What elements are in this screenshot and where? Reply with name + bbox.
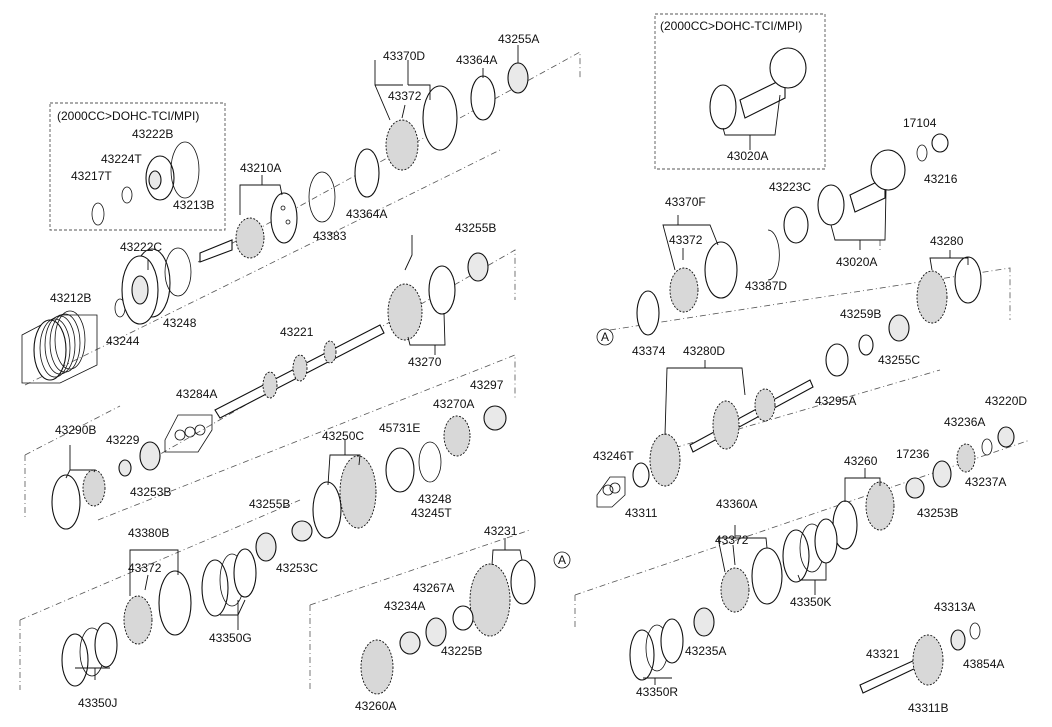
part-label: 43350J: [78, 696, 117, 710]
part-label: 17236: [896, 447, 930, 461]
variant-box-left-caption: (2000CC>DOHC-TCI/MPI): [57, 109, 199, 123]
part-label: 43311B: [908, 701, 948, 715]
part-label: 43360A: [716, 497, 757, 511]
part-label: 43222C: [120, 240, 162, 254]
part-label: 43350K: [790, 595, 831, 609]
part-label: 43372: [388, 89, 422, 103]
assembly-axis-lines: [19, 51, 1031, 690]
part-label: 43350R: [636, 685, 678, 699]
part-label: 43221: [280, 325, 314, 339]
part-label: 43253B: [917, 506, 958, 520]
leader-lines: [65, 45, 969, 685]
part-label: 43259B: [840, 307, 881, 321]
part-label: 43253B: [130, 485, 171, 499]
part-label: 43387D: [745, 279, 787, 293]
part-labels: 43370D 43372 43364A 43255A 43222B 43224T…: [50, 32, 1027, 715]
part-label: 43223C: [769, 180, 811, 194]
part-label: 17104: [903, 116, 937, 130]
reference-mark-left: A: [553, 551, 571, 569]
part-label: 43311: [625, 506, 658, 520]
part-label: 43260A: [355, 699, 396, 713]
part-label: 43020A: [727, 149, 768, 163]
part-label: 43255B: [455, 221, 496, 235]
part-label: 43280: [930, 234, 964, 248]
part-label: 43237A: [965, 475, 1006, 489]
part-label: 43213B: [173, 198, 214, 212]
part-label: 43370D: [383, 49, 425, 63]
part-label: 43284A: [176, 387, 217, 401]
part-shapes-left: [21, 62, 536, 695]
part-label: 43244: [106, 334, 140, 348]
part-label: 43321: [866, 647, 900, 661]
part-label: 43372: [669, 233, 703, 247]
part-label: 43222B: [132, 127, 173, 141]
part-label: 43224T: [101, 152, 142, 166]
part-label: 43236A: [944, 415, 985, 429]
part-label: 43231: [484, 524, 518, 538]
part-label: 43216: [924, 172, 958, 186]
part-label: 43280D: [683, 344, 725, 358]
part-label: 43364A: [456, 53, 497, 67]
part-label: 43020A: [836, 255, 877, 269]
part-label: 43267A: [413, 581, 454, 595]
part-label: 43854A: [963, 657, 1004, 671]
part-label: 43372: [715, 533, 749, 547]
reference-mark-right-label: A: [601, 330, 609, 344]
part-label: 43380B: [128, 526, 169, 540]
part-shapes-right: [596, 47, 1015, 694]
part-label: 43217T: [71, 169, 112, 183]
part-label: 43220D: [985, 394, 1027, 408]
part-label: 43260: [844, 454, 878, 468]
part-label: 43370F: [665, 195, 706, 209]
part-label: 43372: [128, 561, 162, 575]
part-label: 43246T: [593, 449, 634, 463]
part-label: 43270A: [433, 397, 474, 411]
part-label: 43295A: [815, 394, 856, 408]
part-label: 43250C: [322, 429, 364, 443]
part-label: 43229: [106, 433, 140, 447]
variant-box-right: [654, 13, 826, 170]
part-label: 43248: [418, 492, 452, 506]
part-label: 43235A: [685, 644, 726, 658]
part-label: 43290B: [55, 423, 96, 437]
part-label: 43248: [163, 316, 197, 330]
part-label: 43270: [408, 355, 442, 369]
part-label: 43234A: [384, 599, 425, 613]
part-label: 43253C: [276, 561, 318, 575]
part-label: 45731E: [379, 421, 420, 435]
part-label: 43245T: [411, 506, 452, 520]
part-label: 43383: [313, 229, 347, 243]
part-label: 43255C: [878, 353, 920, 367]
part-label: 43364A: [346, 207, 387, 221]
reference-mark-right: A: [596, 328, 614, 346]
part-label: 43212B: [50, 291, 91, 305]
variant-box-right-caption: (2000CC>DOHC-TCI/MPI): [660, 19, 802, 33]
part-label: 43255A: [498, 32, 539, 46]
part-label: 43255B: [249, 497, 290, 511]
part-label: 43350G: [209, 631, 252, 645]
part-label: 43374: [632, 344, 666, 358]
reference-mark-left-label: A: [558, 553, 566, 567]
part-label: 43313A: [934, 600, 975, 614]
part-label: 43210A: [240, 161, 281, 175]
part-label: 43225B: [441, 644, 482, 658]
variant-box-left: [49, 102, 226, 231]
part-label: 43297: [470, 378, 504, 392]
